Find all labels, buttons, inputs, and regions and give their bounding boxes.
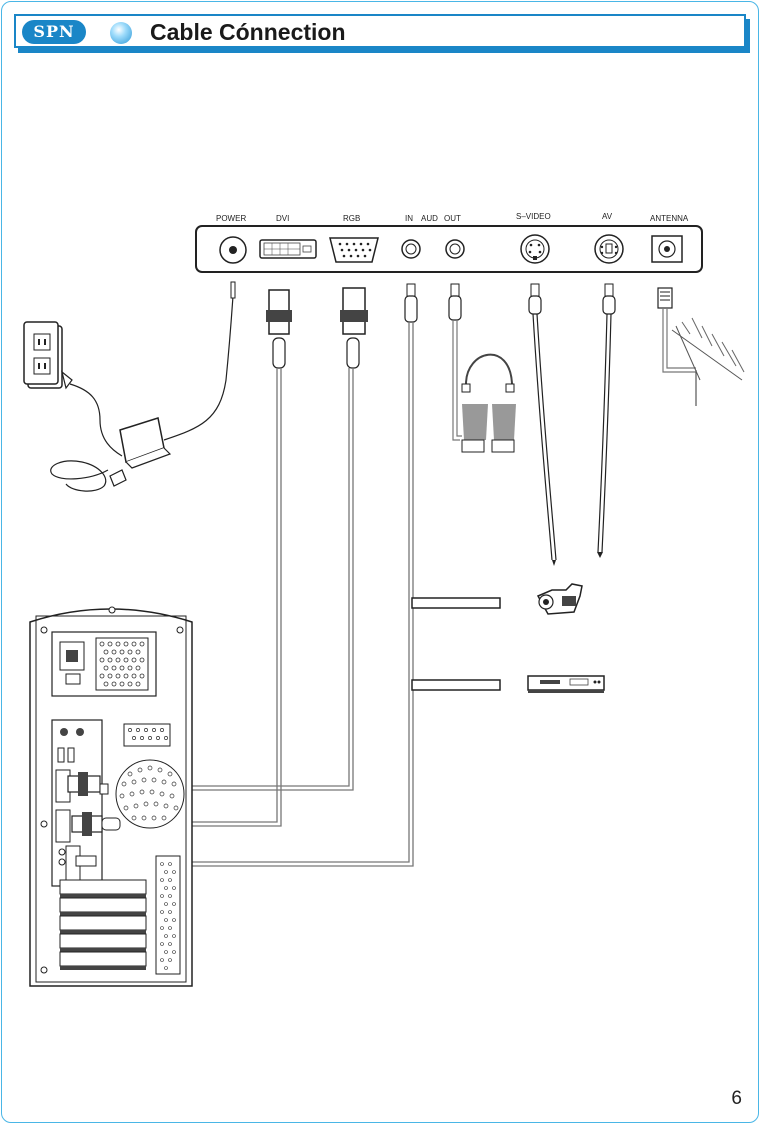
- header-main: SPN Cable Cónnection: [14, 14, 746, 48]
- port-label-audio-out: OUT: [444, 214, 461, 223]
- header-bar: SPN Cable Cónnection: [14, 14, 750, 53]
- port-label-svideo: S–VIDEO: [516, 212, 551, 221]
- port-label-antenna: ANTENNA: [650, 214, 689, 223]
- page-title: Cable Cónnection: [150, 19, 346, 45]
- audio-in-cable: [90, 283, 418, 867]
- svideo-cable: [528, 283, 557, 566]
- antenna-icon: [657, 287, 745, 406]
- bullet-icon: [110, 22, 132, 44]
- pc-tower-icon: [29, 606, 193, 987]
- port-label-audio-in: IN: [405, 214, 413, 223]
- page-number: 6: [731, 1088, 742, 1109]
- vcr-icon: [411, 675, 605, 693]
- port-label-rgb: RGB: [343, 214, 360, 223]
- power-adapter-icon: [50, 281, 236, 492]
- av-cable: [597, 283, 616, 558]
- port-label-av: AV: [602, 212, 613, 221]
- headphones-icon: [448, 283, 516, 453]
- camcorder-icon: [411, 583, 583, 615]
- wall-outlet-icon: [23, 321, 63, 389]
- connector-panel: [195, 225, 703, 273]
- port-label-audio: AUD: [421, 214, 438, 223]
- port-label-dvi: DVI: [276, 214, 289, 223]
- brand-logo: SPN: [22, 20, 86, 44]
- port-label-power: POWER: [216, 214, 246, 223]
